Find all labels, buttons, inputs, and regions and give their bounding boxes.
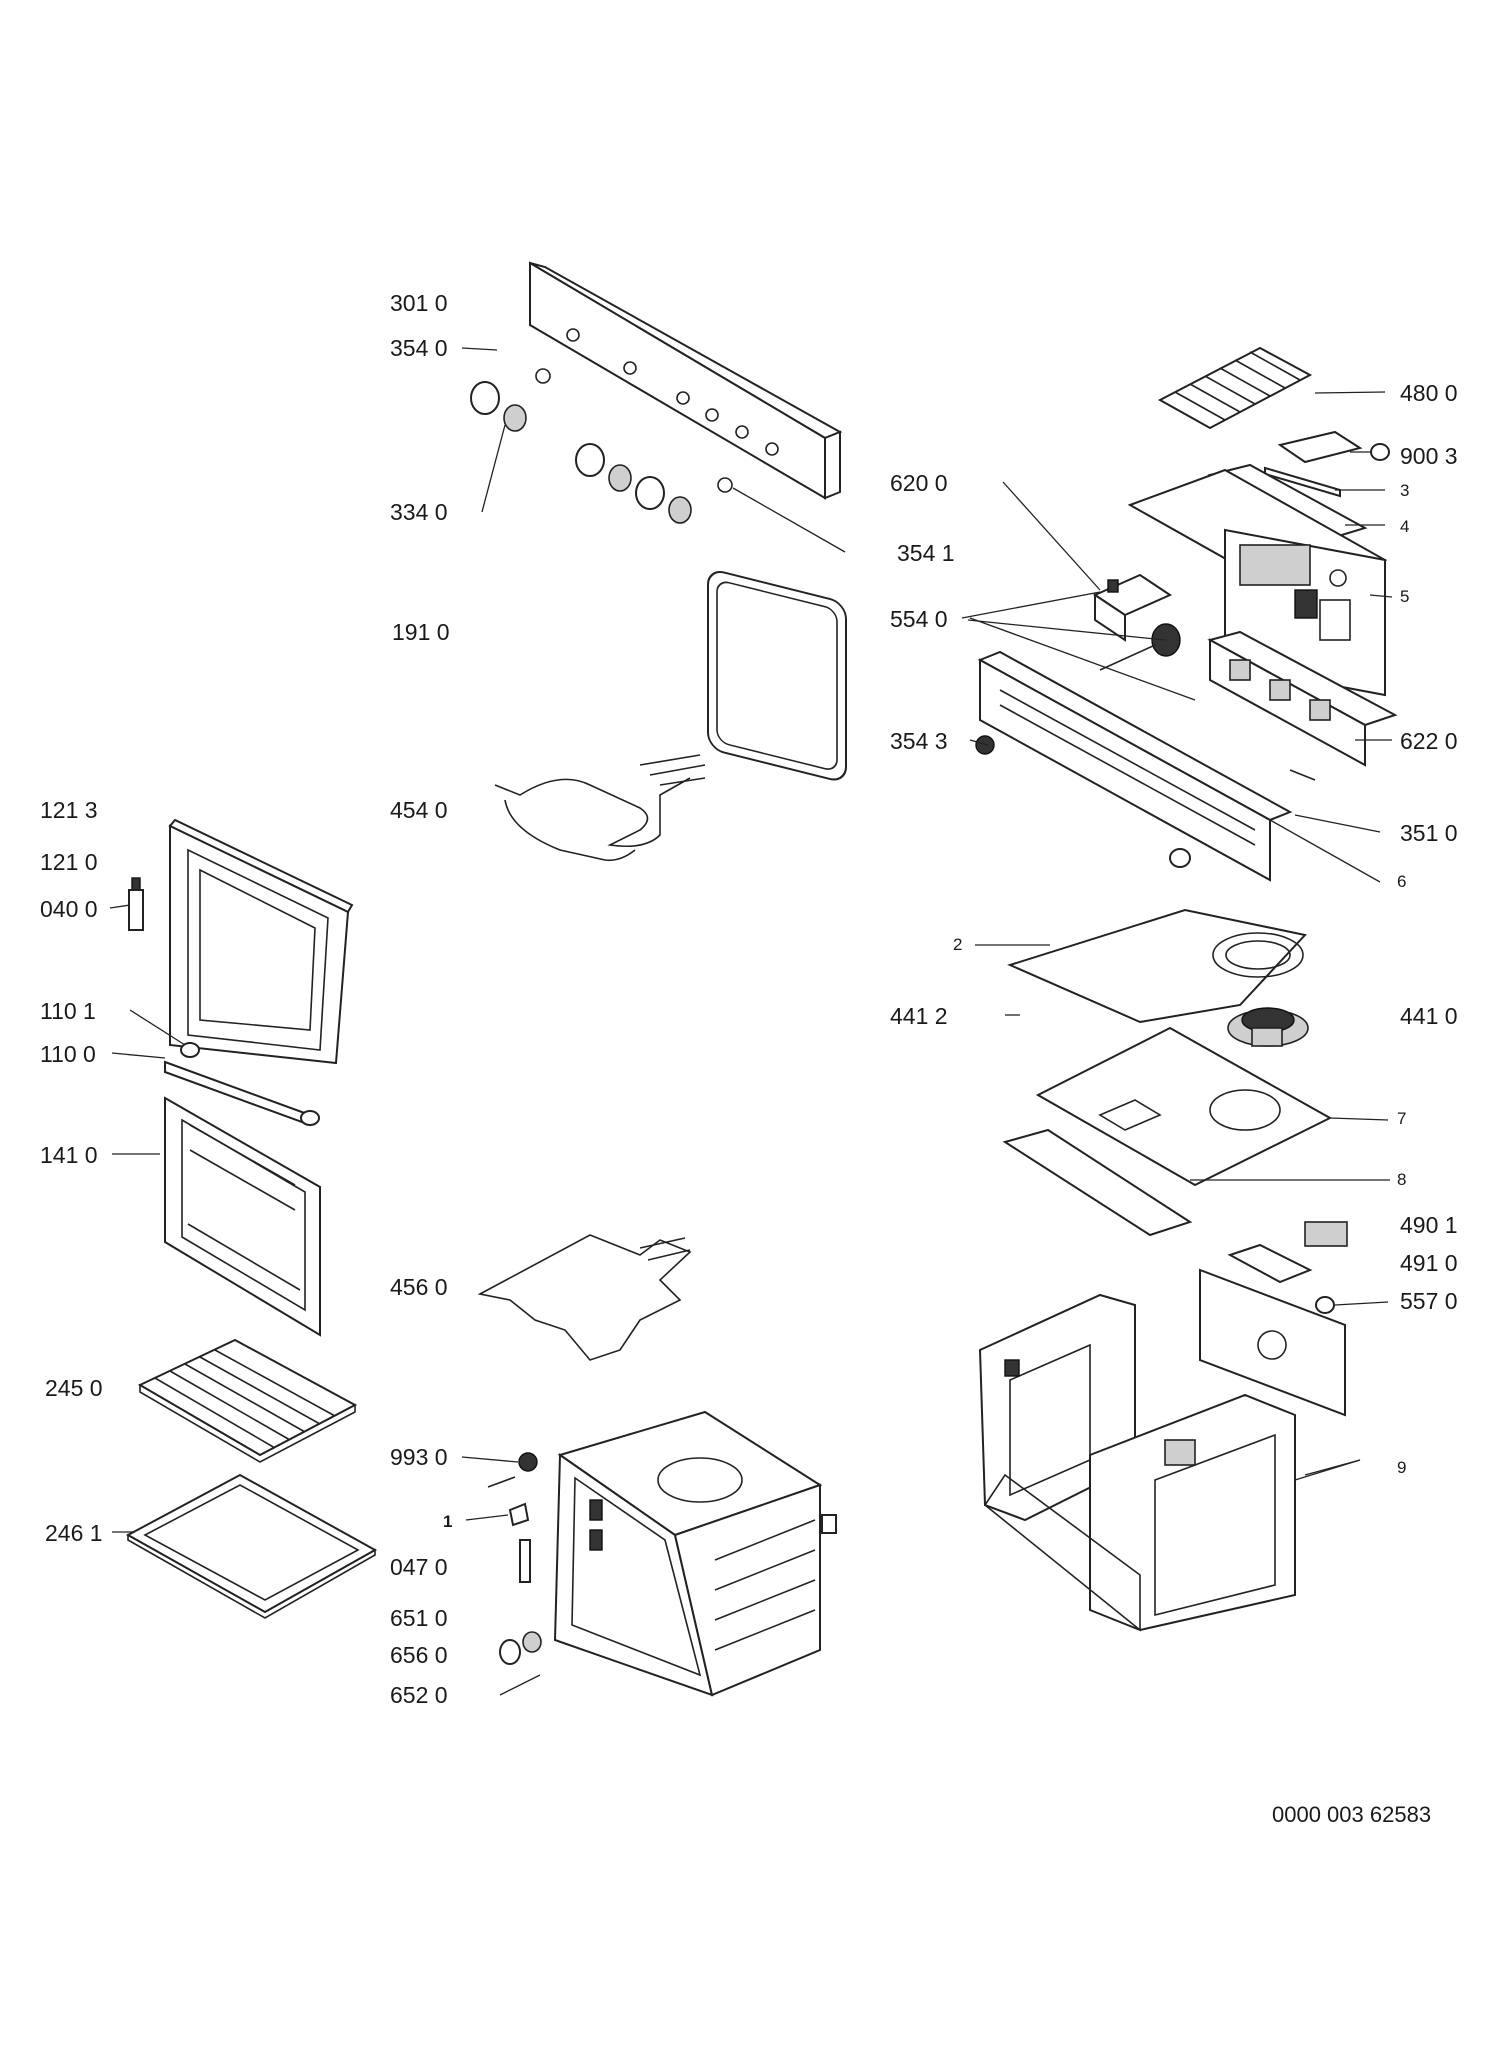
upper-heating-element-part (494, 754, 706, 862)
part-label: 9 (1397, 1458, 1407, 1477)
part-label: 651 0 (390, 1605, 448, 1631)
part-label: 334 0 (390, 499, 448, 525)
part-label: 246 1 (45, 1520, 103, 1546)
part-label: 354 0 (390, 335, 448, 361)
part-label: 993 0 (390, 1444, 448, 1470)
document-number: 0000 003 62583 (1272, 1802, 1432, 1827)
part-label: 141 0 (40, 1142, 98, 1168)
part-label: 040 0 (40, 896, 98, 922)
control-panel-part (529, 261, 843, 500)
part-label: 354 3 (890, 728, 948, 754)
part-label: 5 (1400, 587, 1410, 606)
part-label: 441 2 (890, 1003, 948, 1029)
terminal-block-parts (1199, 1221, 1348, 1417)
oven-housing-part (978, 1293, 1296, 1632)
part-label: 2 (953, 935, 963, 954)
part-label: 557 0 (1400, 1288, 1458, 1314)
part-label: 1 (443, 1512, 453, 1531)
front-frame-part (975, 650, 1316, 882)
part-label: 7 (1397, 1109, 1407, 1128)
fan-part (1227, 1007, 1309, 1047)
electronics-board-part (1127, 468, 1388, 697)
oven-cavity-part (553, 1410, 837, 1697)
part-label: 480 0 (1400, 380, 1458, 406)
cooling-plate-part (1002, 1026, 1333, 1237)
part-label: 3 (1400, 481, 1410, 500)
switch-block-part (1207, 630, 1398, 767)
part-label: 8 (1397, 1170, 1407, 1189)
part-label: 121 3 (40, 797, 98, 823)
part-label: 456 0 (390, 1274, 448, 1300)
part-label: 245 0 (45, 1375, 103, 1401)
part-label: 900 3 (1400, 443, 1458, 469)
part-label: 622 0 (1400, 728, 1458, 754)
grease-filter-part (1157, 346, 1313, 430)
part-label: 656 0 (390, 1642, 448, 1668)
part-label: 351 0 (1400, 820, 1458, 846)
outer-door-part (128, 818, 354, 1065)
wire-rack-part (137, 1338, 358, 1463)
part-label: 441 0 (1400, 1003, 1458, 1029)
selector-switch-part (1092, 573, 1173, 642)
part-label: 490 1 (1400, 1212, 1458, 1238)
leader-lines (109, 347, 1393, 1696)
part-label: 454 0 (390, 797, 448, 823)
baking-tray-part (125, 1473, 378, 1619)
part-label: 121 0 (40, 849, 98, 875)
part-label: 110 1 (40, 998, 96, 1024)
knob-part (470, 368, 733, 524)
part-label: 191 0 (392, 619, 450, 645)
part-label: 354 1 (897, 540, 955, 566)
part-label: 6 (1397, 872, 1407, 891)
door-hinge-part (164, 1042, 320, 1127)
door-gasket-part (707, 570, 847, 781)
part-label: 4 (1400, 517, 1410, 536)
part-label: 491 0 (1400, 1250, 1458, 1276)
part-label: 652 0 (390, 1682, 448, 1708)
part-label: 301 0 (390, 290, 448, 316)
thermostat-part (1099, 623, 1181, 671)
part-label: 554 0 (890, 606, 948, 632)
part-label: 047 0 (390, 1554, 448, 1580)
part-label: 110 0 (40, 1041, 96, 1067)
lower-heating-element-part (477, 1234, 692, 1361)
part-label: 620 0 (890, 470, 948, 496)
inner-door-glass-part (164, 1096, 321, 1337)
fan-cover-part (1007, 908, 1307, 1024)
